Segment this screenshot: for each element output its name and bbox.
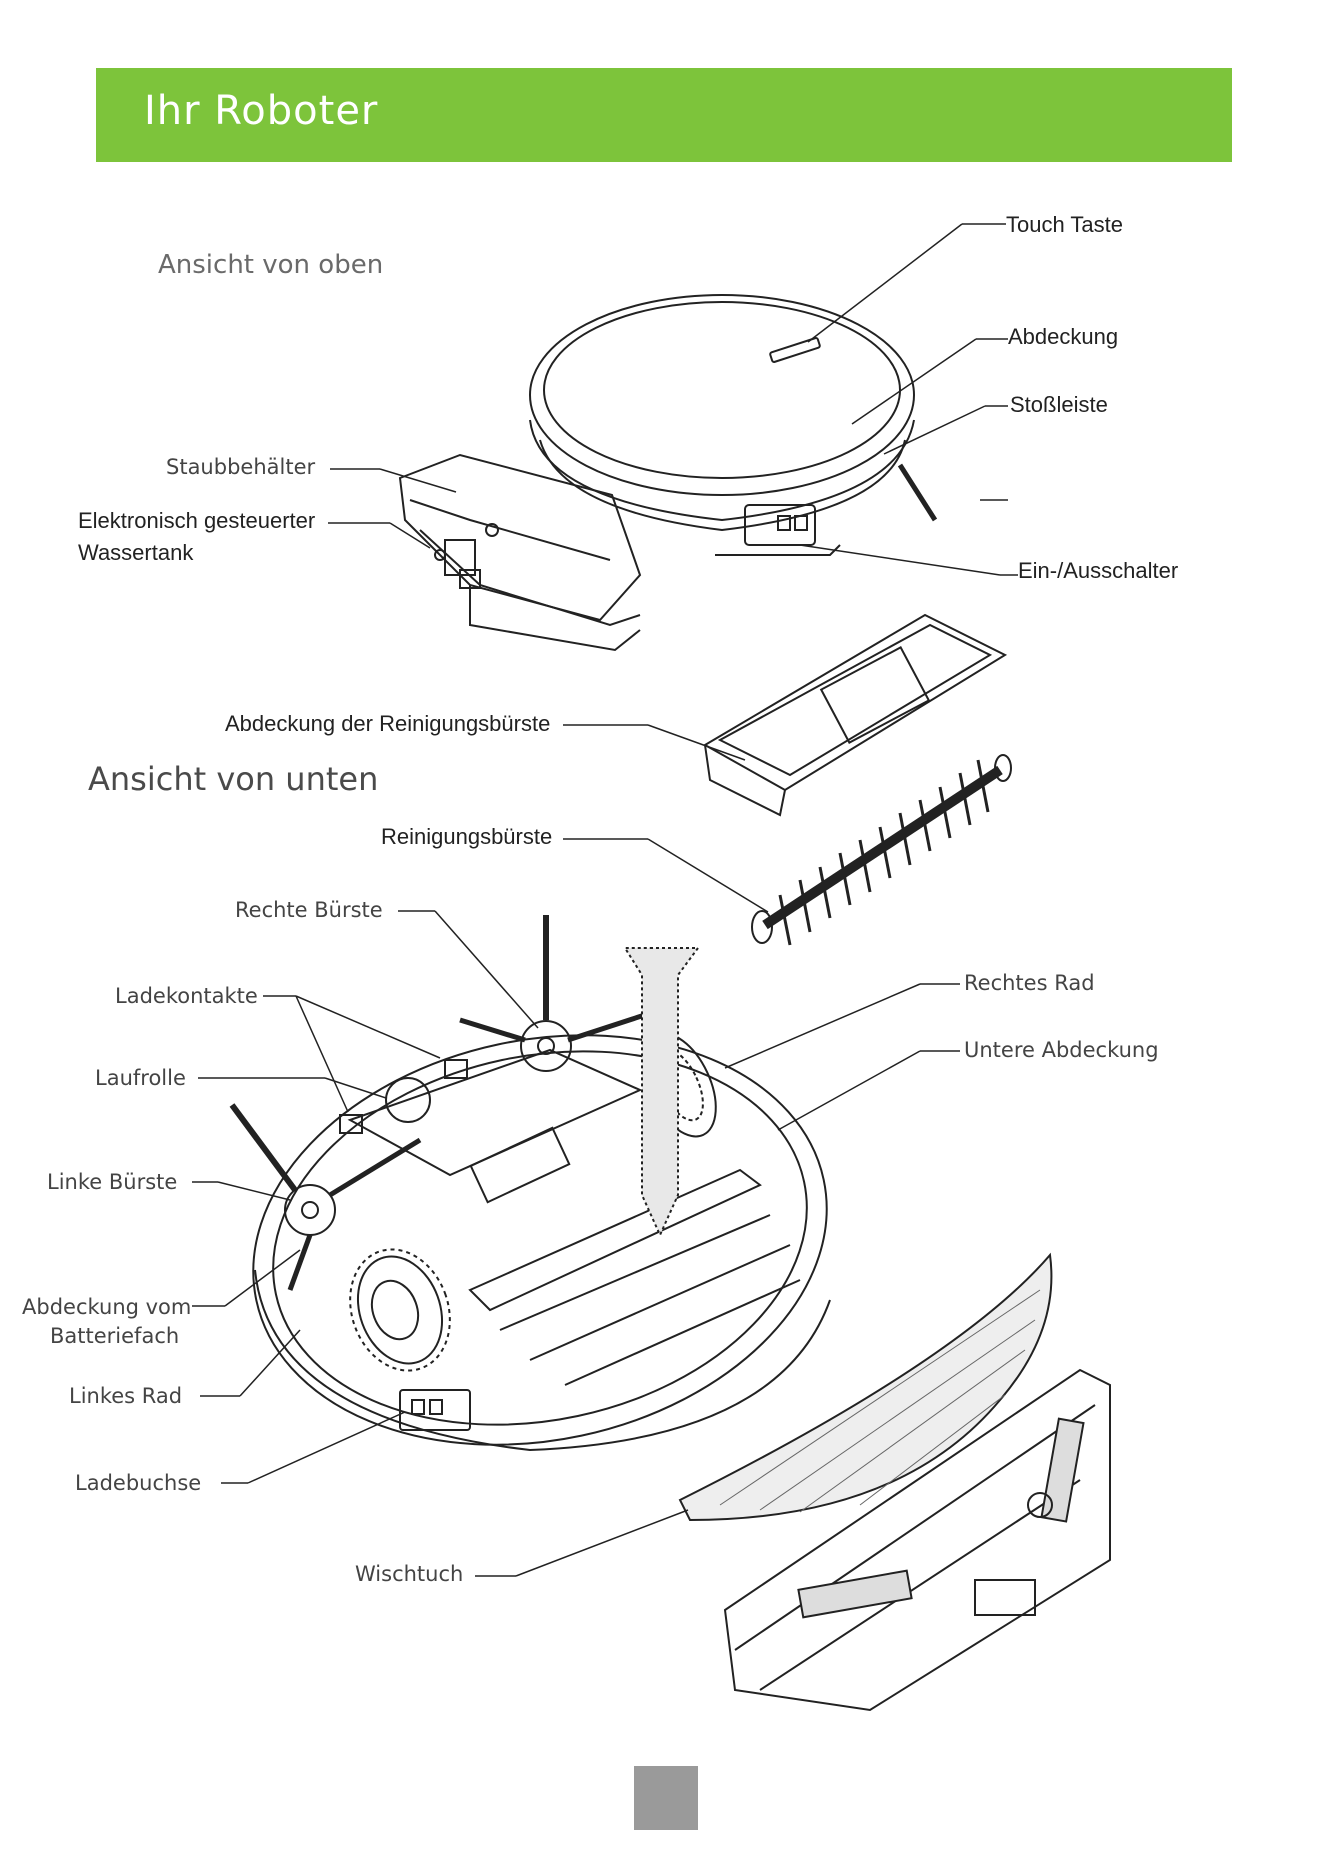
- mop-bracket-shape: [723, 1368, 1111, 1712]
- label-cover: Abdeckung: [1008, 324, 1119, 349]
- mop-cloth-texture: [719, 1289, 1041, 1513]
- label-water-tank-line2: Wassertank: [78, 540, 194, 565]
- label-main-brush: Reinigungsbürste: [381, 824, 553, 849]
- label-left-brush: Linke Bürste: [47, 1170, 178, 1194]
- label-brush-cover: Abdeckung der Reinigungsbürste: [225, 711, 551, 736]
- label-left-wheel: Linkes Rad: [69, 1384, 183, 1408]
- label-right-wheel: Rechtes Rad: [964, 971, 1095, 995]
- robot-bottom-body: [252, 1034, 831, 1452]
- insertion-arrow: [623, 947, 700, 1238]
- label-bottom-cover: Untere Abdeckung: [964, 1038, 1159, 1062]
- label-right-brush: Rechte Bürste: [235, 898, 383, 922]
- main-brush-shape: [751, 754, 1012, 946]
- label-battery-cover-line1: Abdeckung vom: [22, 1295, 192, 1319]
- label-caster: Laufrolle: [95, 1066, 186, 1090]
- label-charging-contacts: Ladekontakte: [115, 984, 258, 1008]
- section-title-top-view: Ansicht von oben: [158, 250, 384, 280]
- label-touch-button: Touch Taste: [1006, 212, 1124, 237]
- touch-button-shape: [769, 337, 821, 363]
- section-title-bottom-view: Ansicht von unten: [88, 760, 379, 798]
- caster-shape: [385, 1077, 431, 1123]
- charging-contacts-shape: [339, 1059, 468, 1134]
- label-charging-socket: Ladebuchse: [75, 1471, 202, 1495]
- label-water-tank-line1: Elektronisch gesteuerter: [78, 508, 316, 533]
- brush-cover-shape: [702, 613, 1008, 817]
- label-power-switch: Ein-/Ausschalter: [1018, 558, 1179, 583]
- robot-top-body: [529, 294, 938, 556]
- label-battery-cover-line2: Batteriefach: [50, 1324, 180, 1348]
- right-side-brush-shape: [459, 915, 661, 1072]
- header-bar: Ihr Roboter: [96, 68, 1232, 162]
- left-wheel-shape: [349, 1248, 451, 1372]
- dust-bin-shape: [398, 453, 642, 652]
- label-bumper: Stoßleiste: [1010, 392, 1108, 417]
- label-mop-cloth: Wischtuch: [355, 1562, 464, 1586]
- page-title: Ihr Roboter: [144, 88, 379, 134]
- mop-cloth-shape: [678, 1252, 1053, 1522]
- left-side-brush-shape: [229, 1103, 422, 1291]
- label-dust-bin: Staubbehälter: [166, 455, 316, 479]
- leader-lines: [192, 223, 1018, 1577]
- page-number-box: [634, 1766, 698, 1830]
